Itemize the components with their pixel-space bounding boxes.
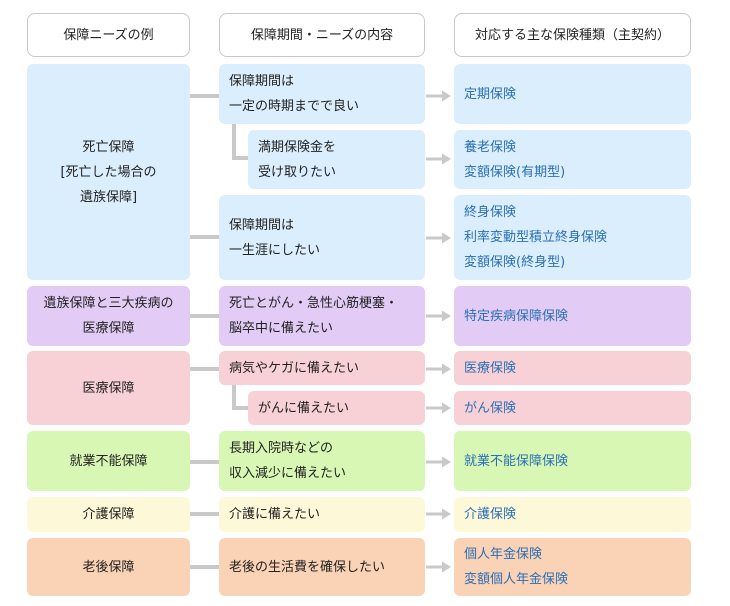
header-need-examples: 保障ニーズの例: [27, 13, 190, 57]
header-insurance-types-label: 対応する主な保険種類（主契約）: [474, 27, 670, 43]
connector-retire: [190, 565, 219, 569]
need-line: 収入減少に備えたい: [229, 466, 347, 481]
insurance-retirement[interactable]: 個人年金保険 変額個人年金保険: [454, 538, 691, 596]
need-line: がんに備えたい: [258, 400, 350, 416]
category-medical-line: 医療保障: [82, 380, 135, 396]
category-dread-line: 医療保障: [82, 321, 135, 336]
arrow-right-icon: [426, 90, 451, 102]
category-death-line: 死亡保障: [82, 139, 135, 155]
arrow-right-icon: [426, 153, 451, 165]
category-care: 介護保障: [27, 497, 190, 532]
need-death-lifetime: 保障期間は 一生涯にしたい: [219, 195, 425, 280]
need-line: 保障期間は: [229, 217, 295, 233]
need-line: 長期入院時などの: [229, 441, 334, 456]
insurance-disability[interactable]: 就業不能保障保険: [454, 431, 691, 491]
arrow-right-icon: [426, 402, 451, 414]
need-death-maturity: 満期保険金を 受け取りたい: [248, 130, 425, 189]
need-line: 死亡とがん・急性心筋梗塞・: [229, 296, 399, 311]
connector-death-branch-vertical: [232, 124, 236, 160]
insurance-cancer[interactable]: がん保険: [454, 391, 691, 425]
insurance-link[interactable]: 養老保険: [464, 139, 517, 155]
category-dread-line: 遺族保障と三大疾病の: [43, 296, 174, 311]
category-retirement: 老後保障: [27, 538, 190, 596]
connector-disability: [190, 460, 219, 464]
insurance-death-maturity[interactable]: 養老保険 変額保険(有期型): [454, 130, 691, 189]
need-line: 保障期間は: [229, 74, 295, 89]
header-need-examples-label: 保障ニーズの例: [63, 27, 154, 43]
need-disability: 長期入院時などの 収入減少に備えたい: [219, 431, 425, 491]
need-death-term: 保障期間は 一定の時期までで良い: [219, 64, 425, 124]
category-death: 死亡保障 [死亡した場合の 遺族保障]: [27, 64, 190, 280]
need-care: 介護に備えたい: [219, 497, 425, 532]
header-period-content: 保障期間・ニーズの内容: [219, 13, 425, 57]
need-retirement: 老後の生活費を確保したい: [219, 538, 425, 596]
connector-death-3: [190, 235, 219, 239]
category-disability-line: 就業不能保障: [69, 453, 148, 469]
need-medical-illness: 病気やケガに備えたい: [219, 351, 425, 385]
insurance-link[interactable]: 変額個人年金保険: [464, 572, 569, 587]
insurance-link[interactable]: 利率変動型積立終身保険: [464, 230, 608, 245]
insurance-death-lifetime[interactable]: 終身保険 利率変動型積立終身保険 変額保険(終身型): [454, 195, 691, 280]
insurance-link[interactable]: 変額保険(終身型): [464, 255, 566, 270]
need-line: 脳卒中に備えたい: [229, 321, 334, 336]
category-death-line: [死亡した場合の: [60, 164, 157, 180]
category-care-line: 介護保障: [82, 507, 135, 522]
need-line: 一定の時期までで良い: [229, 99, 360, 114]
arrow-right-icon: [426, 561, 451, 573]
need-line: 満期保険金を: [258, 139, 337, 155]
insurance-care[interactable]: 介護保険: [454, 497, 691, 532]
need-line: 一生涯にしたい: [229, 242, 321, 258]
header-period-content-label: 保障期間・ニーズの内容: [250, 27, 394, 43]
insurance-link[interactable]: 介護保険: [464, 507, 517, 522]
connector-medical-1: [190, 367, 219, 371]
need-dread-disease: 死亡とがん・急性心筋梗塞・ 脳卒中に備えたい: [219, 286, 425, 346]
insurance-link[interactable]: 就業不能保障保険: [464, 453, 569, 469]
connector-medical-branch-vertical: [232, 385, 236, 410]
insurance-link[interactable]: 変額保険(有期型): [464, 164, 566, 180]
arrow-right-icon: [426, 363, 451, 375]
need-line: 病気やケガに備えたい: [229, 360, 360, 376]
arrow-right-icon: [426, 456, 451, 468]
insurance-death-term[interactable]: 定期保険: [454, 64, 691, 124]
connector-death-1: [190, 94, 219, 98]
need-line: 受け取りたい: [258, 164, 337, 180]
need-line: 介護に備えたい: [229, 507, 321, 522]
insurance-link[interactable]: 終身保険: [464, 205, 517, 220]
need-medical-cancer: がんに備えたい: [248, 391, 425, 425]
insurance-link[interactable]: 定期保険: [464, 86, 517, 102]
insurance-dread-disease[interactable]: 特定疾病保障保険: [454, 286, 691, 346]
category-retirement-line: 老後保障: [82, 559, 135, 575]
insurance-medical[interactable]: 医療保険: [454, 351, 691, 385]
insurance-link[interactable]: 医療保険: [464, 360, 517, 376]
arrow-right-icon: [426, 232, 451, 244]
connector-death-branch-horizontal: [232, 156, 248, 160]
insurance-link[interactable]: 個人年金保険: [464, 547, 543, 562]
connector-dread: [190, 314, 219, 318]
insurance-link[interactable]: 特定疾病保障保険: [464, 308, 569, 324]
category-medical: 医療保障: [27, 351, 190, 425]
category-dread-disease: 遺族保障と三大疾病の 医療保障: [27, 286, 190, 346]
connector-medical-branch-horizontal: [232, 406, 248, 410]
insurance-link[interactable]: がん保険: [464, 400, 517, 416]
category-disability: 就業不能保障: [27, 431, 190, 491]
header-insurance-types: 対応する主な保険種類（主契約）: [454, 13, 691, 57]
category-death-line: 遺族保障]: [79, 189, 138, 205]
arrow-right-icon: [426, 310, 451, 322]
arrow-right-icon: [426, 508, 451, 520]
need-line: 老後の生活費を確保したい: [229, 559, 386, 575]
connector-care: [190, 512, 219, 516]
